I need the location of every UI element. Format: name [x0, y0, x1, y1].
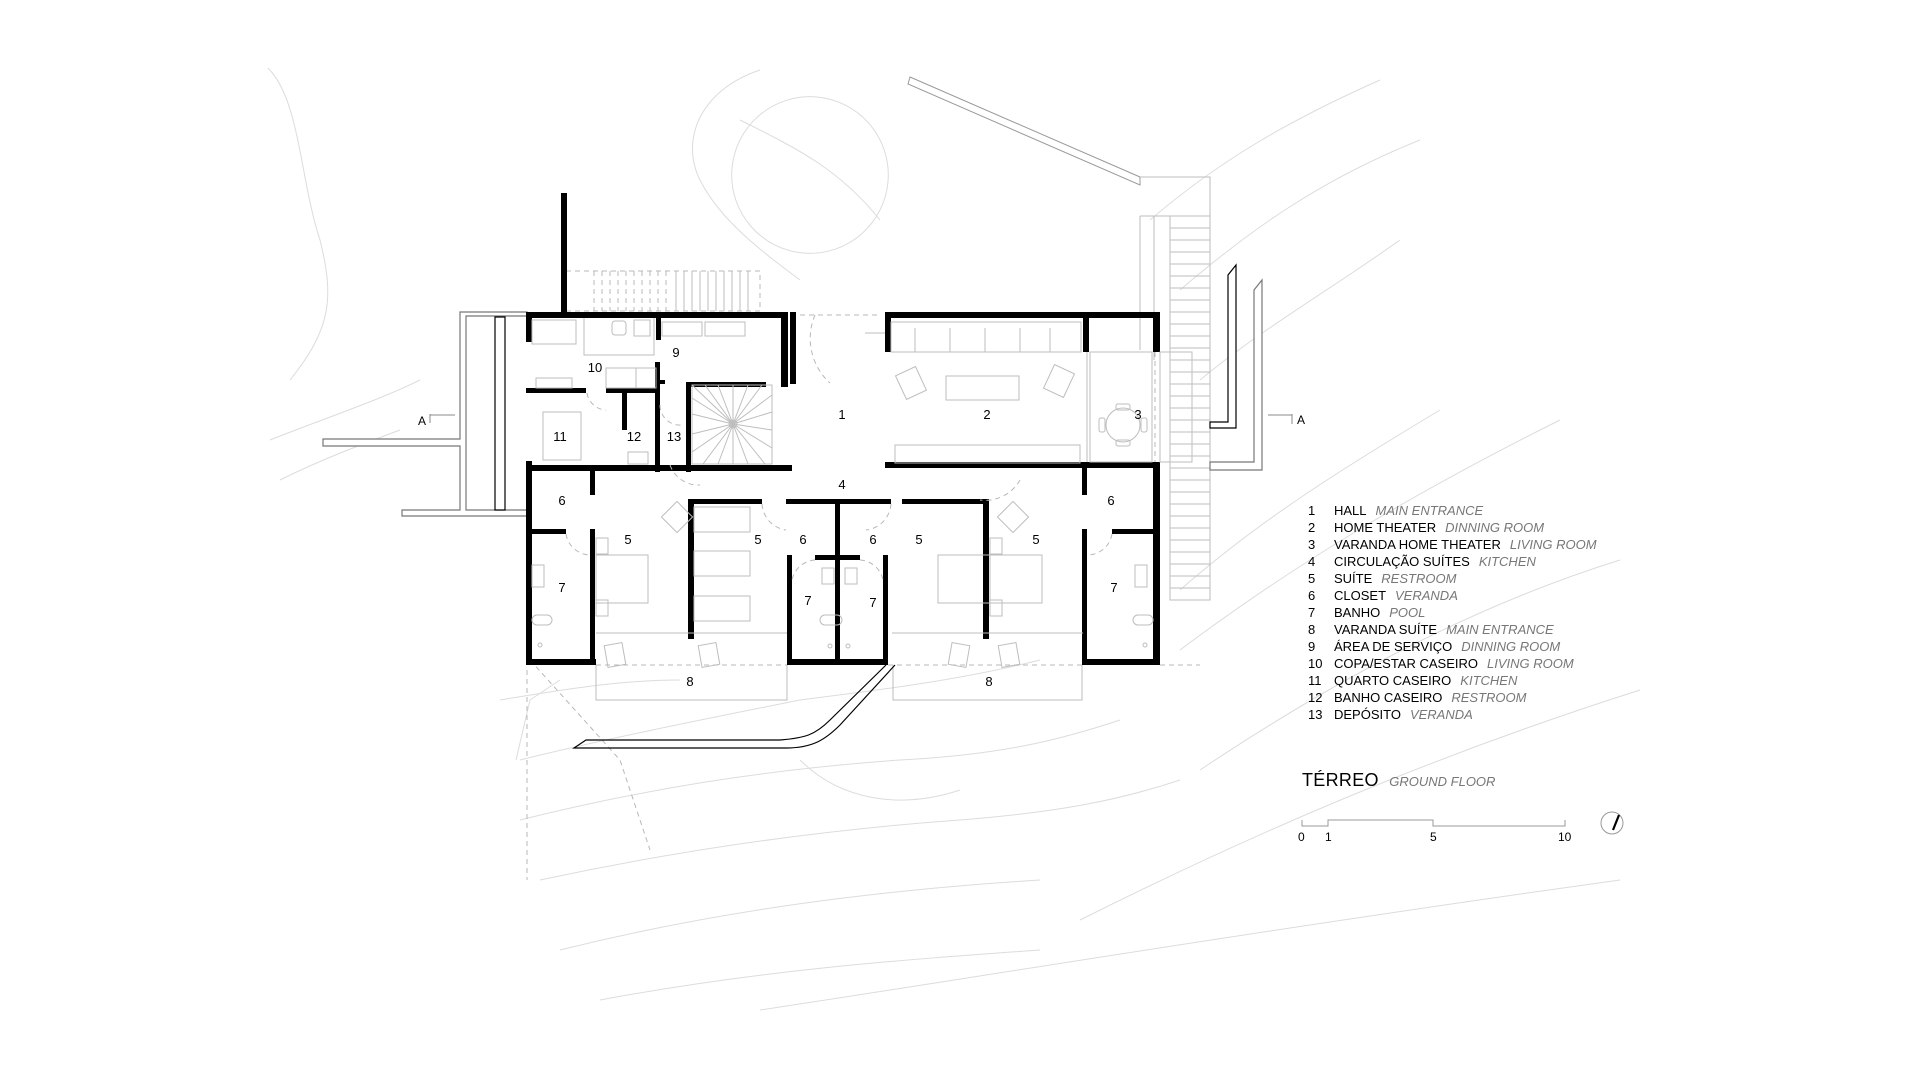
room-label-closet-1: 6 — [558, 493, 565, 508]
room-label-banho-2: 7 — [804, 593, 811, 608]
room-legend: 1 HALL MAIN ENTRANCE 2 HOME THEATER DINN… — [1308, 502, 1597, 723]
room-label-varanda-suite-1: 8 — [686, 674, 693, 689]
room-label-suite-2: 5 — [754, 532, 761, 547]
room-label-varanda-suite-2: 8 — [985, 674, 992, 689]
room-label-banho-caseiro: 12 — [627, 429, 641, 444]
section-marker-right: A — [1268, 413, 1305, 427]
room-label-suite-3: 5 — [915, 532, 922, 547]
legend-item: 5 SUÍTE RESTROOM — [1308, 571, 1457, 586]
scale-bar — [1301, 819, 1566, 827]
svg-text:A: A — [418, 414, 426, 428]
legend-item: 11 QUARTO CASEIRO KITCHEN — [1308, 673, 1518, 688]
room-label-closet-4: 6 — [1107, 493, 1114, 508]
plan-title-en: GROUND FLOOR — [1389, 774, 1496, 789]
legend-item: 12 BANHO CASEIRO RESTROOM — [1308, 690, 1527, 705]
legend-item: 1 HALL MAIN ENTRANCE — [1308, 503, 1484, 518]
svg-text:A: A — [1297, 413, 1305, 427]
room-labels: 1 2 3 4 5 5 5 5 6 6 6 6 7 7 7 7 8 8 9 10… — [553, 345, 1141, 689]
room-label-hall: 1 — [838, 407, 845, 422]
legend-item: 8 VARANDA SUÍTE MAIN ENTRANCE — [1308, 622, 1554, 637]
room-label-closet-3: 6 — [869, 532, 876, 547]
room-label-banho-3: 7 — [869, 595, 876, 610]
site-boundary — [526, 659, 651, 880]
scale-tick-0: 0 — [1298, 830, 1305, 844]
room-label-quarto-caseiro: 11 — [553, 429, 567, 444]
west-retaining-walls — [322, 311, 528, 517]
legend-item: 3 VARANDA HOME THEATER LIVING ROOM — [1308, 537, 1597, 552]
north-arrow-icon — [1600, 811, 1624, 835]
section-marker-left: A — [418, 414, 455, 428]
room-label-suite-1: 5 — [624, 532, 631, 547]
room-label-banho-4: 7 — [1110, 580, 1117, 595]
room-label-area-servico: 9 — [672, 345, 679, 360]
door-swings — [565, 314, 1113, 581]
legend-item: 10 COPA/ESTAR CASEIRO LIVING ROOM — [1308, 656, 1574, 671]
scale-tick-1: 1 — [1325, 830, 1332, 844]
room-label-banho-1: 7 — [558, 580, 565, 595]
access-ramp — [572, 664, 896, 749]
room-label-varanda-home-theater: 3 — [1134, 407, 1141, 422]
topography-contours — [267, 67, 1641, 1011]
east-retaining-walls — [1209, 263, 1263, 471]
legend-item: 7 BANHO POOL — [1308, 605, 1426, 620]
room-label-home-theater: 2 — [983, 407, 990, 422]
furniture — [531, 318, 1193, 668]
scale-tick-5: 5 — [1430, 830, 1437, 844]
veranda-suites — [595, 664, 1200, 701]
room-label-copa: 10 — [588, 360, 602, 375]
legend-item: 2 HOME THEATER DINNING ROOM — [1308, 520, 1545, 535]
legend-item: 9 ÁREA DE SERVIÇO DINNING ROOM — [1308, 639, 1561, 654]
room-label-deposito: 13 — [667, 429, 681, 444]
legend-item: 4 CIRCULAÇÃO SUÍTES KITCHEN — [1308, 554, 1536, 569]
room-label-suite-4: 5 — [1032, 532, 1039, 547]
spiral-stair — [691, 384, 773, 465]
plan-title: TÉRREO GROUND FLOOR — [1302, 770, 1495, 791]
plan-title-pt: TÉRREO — [1302, 770, 1379, 790]
scale-tick-10: 10 — [1558, 830, 1572, 844]
building-walls — [526, 193, 1160, 665]
legend-item: 6 CLOSET VERANDA — [1308, 588, 1458, 603]
upper-terrace — [907, 76, 1211, 601]
room-label-circulacao: 4 — [838, 477, 845, 492]
legend-item: 13 DEPÓSITO VERANDA — [1308, 707, 1473, 722]
north-stair — [566, 270, 761, 312]
room-label-closet-2: 6 — [799, 532, 806, 547]
